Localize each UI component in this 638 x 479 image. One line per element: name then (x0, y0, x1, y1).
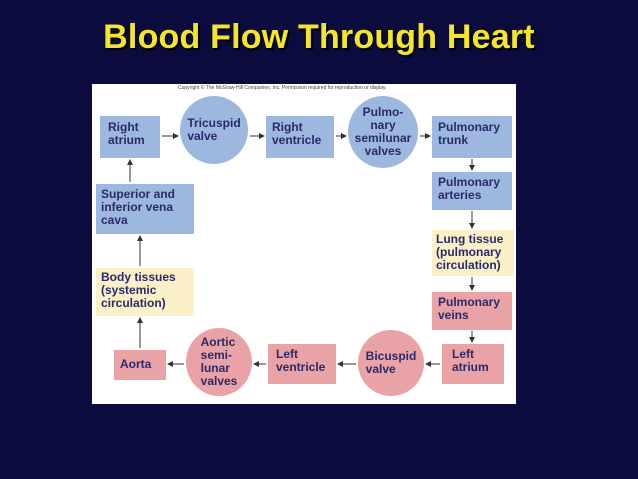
node-aortic-semilunar-valves: Aortic semi- lunar valves (186, 328, 252, 396)
node-label: Left ventricle (276, 347, 326, 374)
node-label: Right atrium (108, 120, 145, 147)
node-label: Lung tissue (pulmonary circulation) (436, 232, 504, 272)
node-bicuspid-valve: Bicuspid valve (358, 330, 424, 396)
diagram-panel: Copyright © The McGraw-Hill Companies, I… (92, 84, 516, 404)
node-label: Pulmonary veins (438, 295, 501, 322)
node-left-ventricle: Left ventricle (268, 344, 336, 384)
node-label: Aorta (120, 357, 152, 371)
flow-arrows (127, 133, 475, 367)
copyright-notice: Copyright © The McGraw-Hill Companies, I… (178, 85, 387, 91)
node-label: Left atrium (452, 347, 489, 374)
node-pulmonary-trunk: Pulmonary trunk (432, 116, 512, 158)
node-lung-tissue: Lung tissue (pulmonary circulation) (432, 230, 514, 276)
node-label: Aortic semi- lunar valves (200, 335, 238, 388)
node-pulmonary-semilunar-valves: Pulmo- nary semilunar valves (348, 96, 418, 168)
node-aorta: Aorta (114, 350, 166, 380)
node-label: Superior and inferior vena cava (101, 187, 176, 227)
node-right-atrium: Right atrium (100, 116, 160, 158)
node-label: Pulmonary trunk (438, 120, 501, 147)
node-label: Right ventricle (272, 120, 322, 147)
node-left-atrium: Left atrium (442, 344, 504, 384)
page-title: Blood Flow Through Heart (103, 18, 535, 56)
node-vena-cava: Superior and inferior vena cava (96, 184, 194, 234)
node-right-ventricle: Right ventricle (266, 116, 334, 158)
node-pulmonary-veins: Pulmonary veins (432, 292, 512, 330)
node-pulmonary-arteries: Pulmonary arteries (432, 172, 512, 210)
node-body-tissues: Body tissues (systemic circulation) (96, 268, 194, 316)
node-label: Bicuspid valve (365, 349, 417, 376)
node-label: Body tissues (systemic circulation) (101, 270, 176, 310)
node-label: Pulmo- nary semilunar valves (354, 105, 412, 158)
node-tricuspid-valve: Tricuspid valve (180, 96, 248, 164)
node-label: Pulmonary arteries (438, 175, 501, 202)
node-label: Tricuspid valve (187, 116, 241, 143)
